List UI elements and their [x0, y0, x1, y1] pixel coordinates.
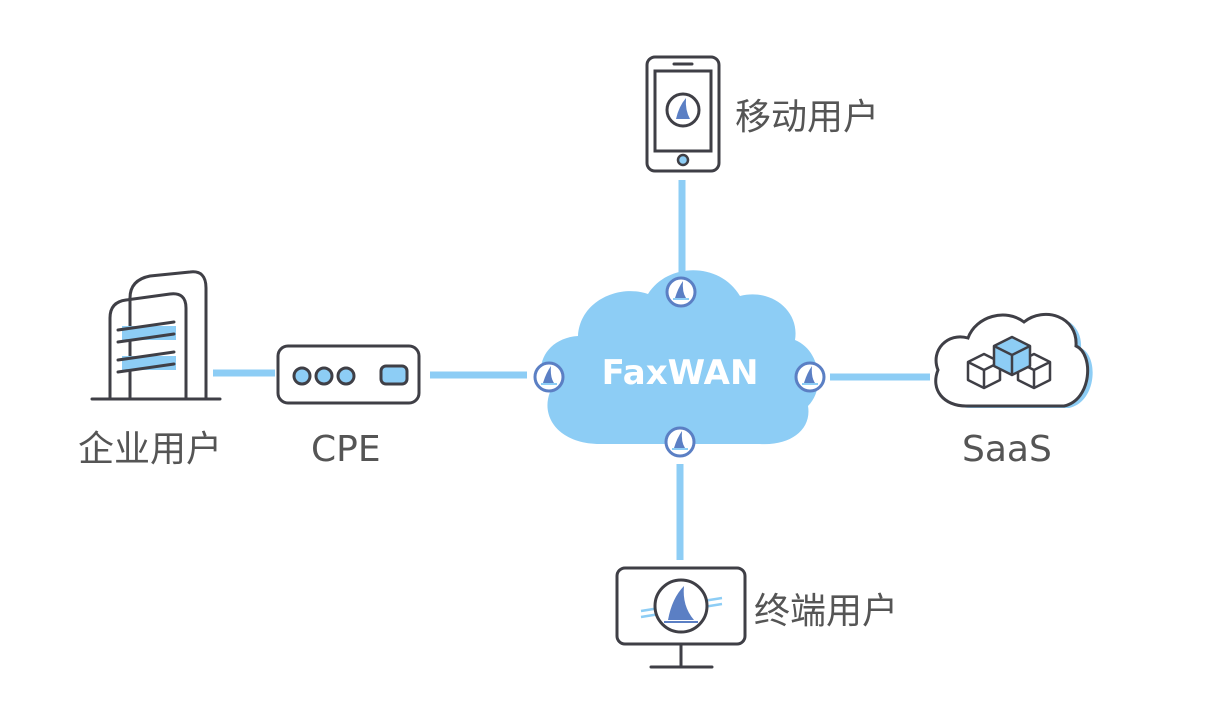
cloud-node-right [794, 361, 826, 393]
cloud-cubes-icon [934, 312, 1093, 408]
faxwan-cloud-label: FaxWAN [601, 353, 759, 393]
connector-lines [213, 180, 930, 560]
mobile-user-label: 移动用户 [735, 97, 880, 138]
faxwan-cloud [540, 270, 819, 445]
router-icon [276, 344, 421, 405]
phone-icon [645, 55, 721, 173]
cloud-node-bottom [664, 426, 696, 458]
enterprise-user-label: 企业用户 [78, 429, 223, 470]
cloud-node-top [665, 276, 697, 308]
terminal-user-label: 终端用户 [754, 591, 899, 632]
saas-label: SaaS [962, 429, 1052, 470]
building-icon [90, 270, 222, 401]
cpe-label: CPE [311, 429, 381, 470]
cloud-node-left [533, 361, 565, 393]
monitor-icon [615, 566, 747, 669]
